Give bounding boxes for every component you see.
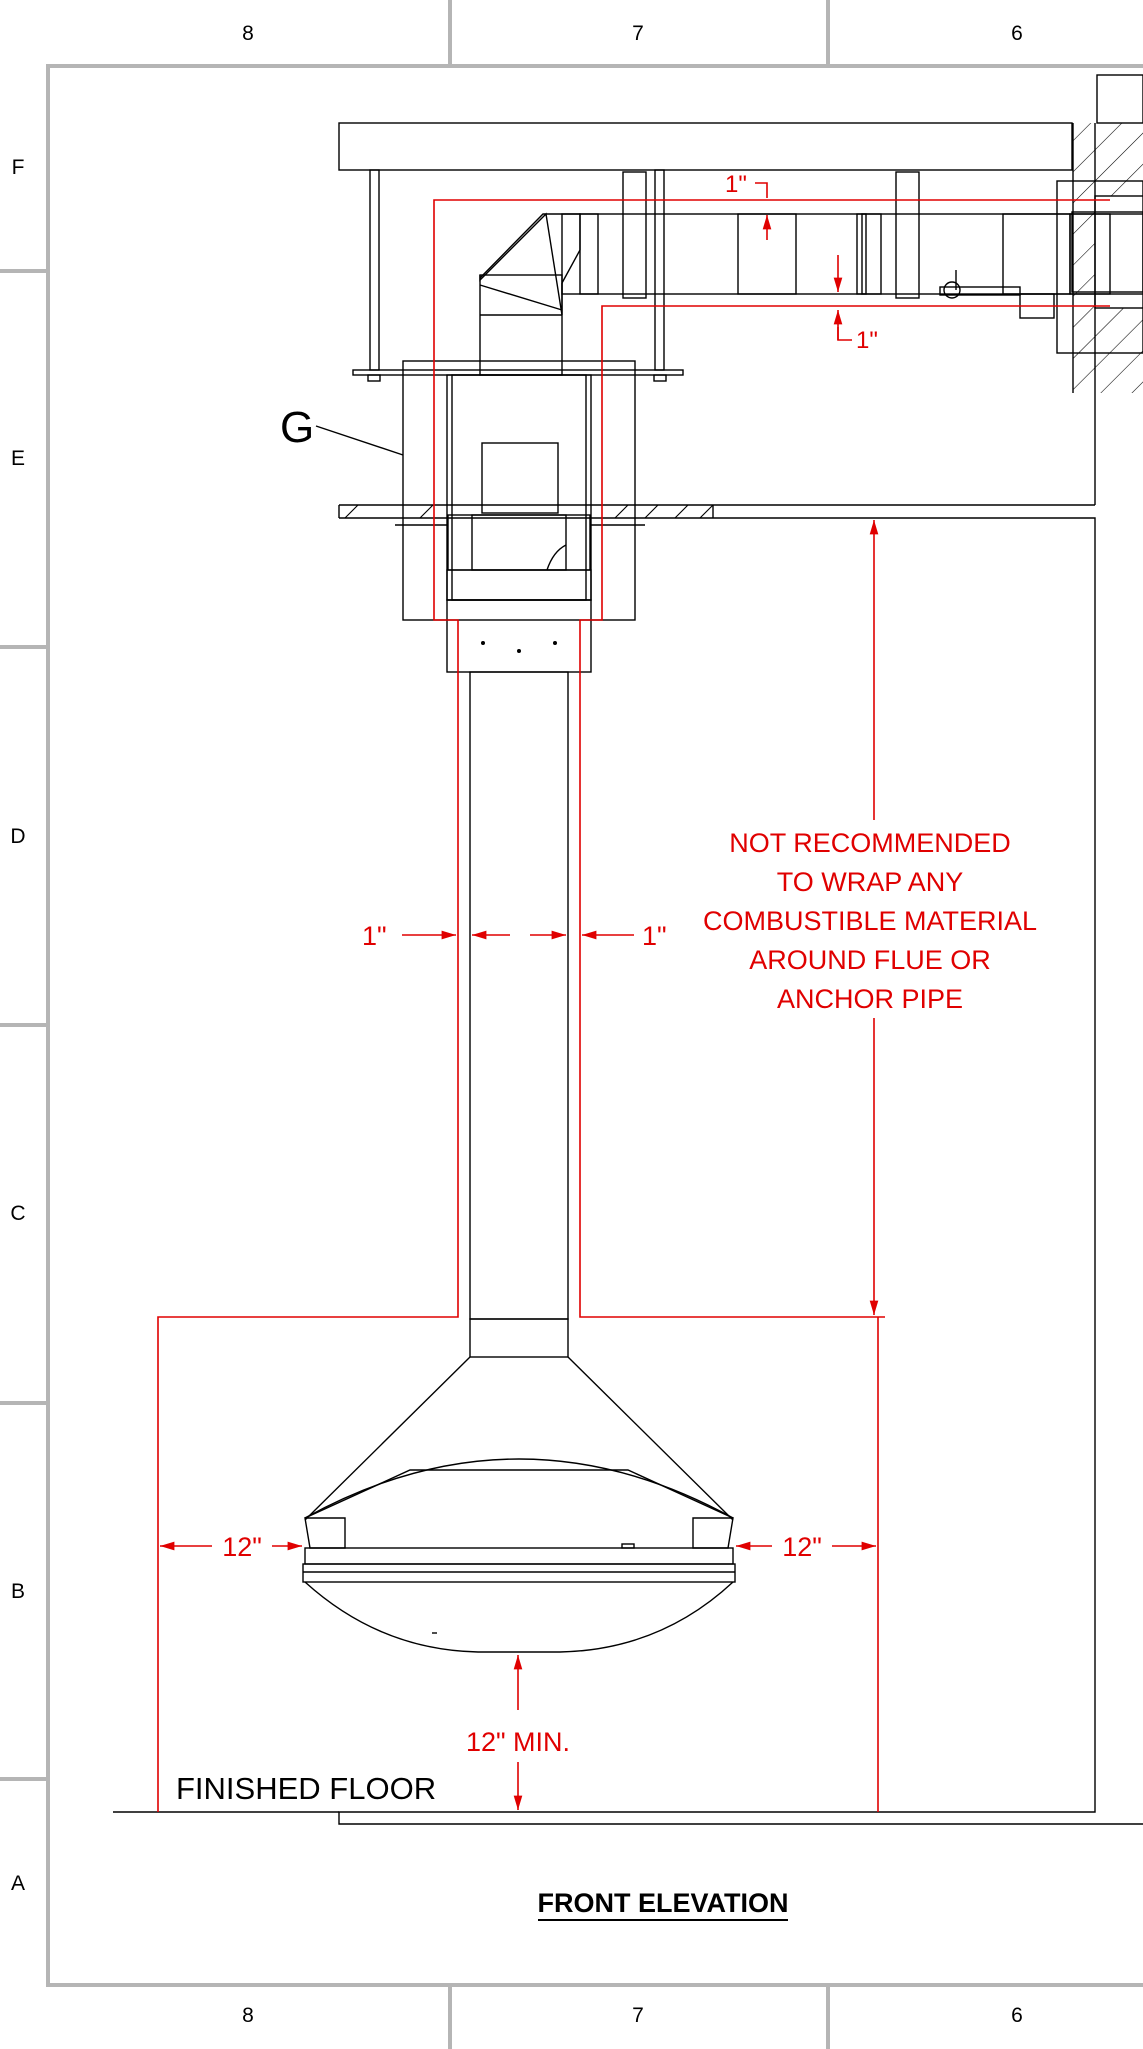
row-label-d: D bbox=[10, 825, 25, 848]
detail-g-label: G bbox=[280, 403, 314, 452]
column-label-8-bottom: 8 bbox=[242, 2004, 254, 2027]
warning-note-line-2: TO WRAP ANY bbox=[777, 867, 964, 897]
ceiling-drywall bbox=[338, 123, 1096, 519]
flue-collar bbox=[446, 599, 592, 673]
column-label-7-top: 7 bbox=[632, 22, 644, 45]
column-label-7-bottom: 7 bbox=[632, 2004, 644, 2027]
row-label-a: A bbox=[11, 1872, 25, 1895]
finished-floor-label: FINISHED FLOOR bbox=[176, 1771, 436, 1806]
dimension-hood-left-clearance: 12" bbox=[160, 1532, 302, 1562]
bottom-vent-clearance-label: 1" bbox=[856, 327, 878, 354]
interior-wall bbox=[338, 517, 1143, 1825]
warning-note-line-3: COMBUSTIBLE MATERIAL bbox=[703, 906, 1037, 936]
warning-note-line-5: ANCHOR PIPE bbox=[777, 984, 963, 1014]
column-label-6-top: 6 bbox=[1011, 22, 1023, 45]
column-label-6-bottom: 6 bbox=[1011, 2004, 1023, 2027]
row-label-b: B bbox=[11, 1580, 25, 1603]
dimension-top-vent-clearance: 1" bbox=[725, 171, 772, 240]
dimension-floor-clearance: 12" MIN. bbox=[466, 1655, 570, 1810]
dimension-bottom-vent-clearance: 1" bbox=[833, 255, 878, 354]
anchor-pipe bbox=[469, 671, 569, 1320]
warning-note-line-1: NOT RECOMMENDED bbox=[729, 828, 1011, 858]
row-label-c: C bbox=[10, 1202, 25, 1225]
top-vent-clearance-label: 1" bbox=[725, 171, 747, 198]
fireplace-hood bbox=[304, 1318, 734, 1521]
clearance-envelope bbox=[157, 199, 1110, 1812]
view-title: FRONT ELEVATION bbox=[538, 1888, 789, 1921]
row-label-f: F bbox=[12, 156, 25, 179]
warning-note: NOT RECOMMENDED TO WRAP ANY COMBUSTIBLE … bbox=[703, 828, 1037, 1014]
support-box-g bbox=[395, 360, 645, 621]
warning-note-line-4: AROUND FLUE OR bbox=[749, 945, 991, 975]
detail-g-callout: G bbox=[280, 403, 404, 456]
flue-left-clearance-label: 1" bbox=[362, 921, 387, 951]
flue-right-clearance-label: 1" bbox=[642, 921, 667, 951]
zone-labels: 8 7 6 8 7 6 F E D C B A bbox=[10, 22, 1022, 2027]
ceiling-joist bbox=[338, 122, 1073, 171]
floor-clearance-label: 12" MIN. bbox=[466, 1727, 570, 1757]
horizontal-vent-pipe bbox=[561, 171, 1143, 319]
hood-left-clearance-label: 12" bbox=[222, 1532, 262, 1562]
row-label-e: E bbox=[11, 447, 25, 470]
dimension-hood-right-clearance: 12" bbox=[736, 1532, 876, 1562]
column-label-8-top: 8 bbox=[242, 22, 254, 45]
view-title-text: FRONT ELEVATION bbox=[538, 1888, 789, 1918]
dimension-flue-left-clearance: 1" bbox=[362, 921, 510, 951]
dimension-flue-right-clearance: 1" bbox=[530, 921, 667, 951]
fireplace-bowl bbox=[302, 1458, 736, 1653]
hood-right-clearance-label: 12" bbox=[782, 1532, 822, 1562]
